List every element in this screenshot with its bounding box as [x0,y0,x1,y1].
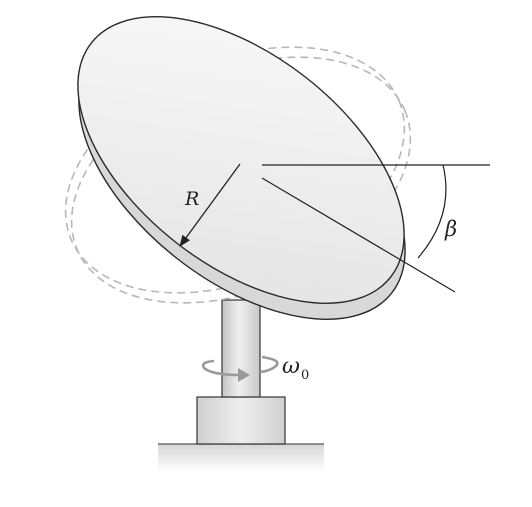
beta-label: β [444,217,457,241]
vertical-shaft [221,299,261,398]
omega-subscript: 0 [301,368,309,383]
spin-arrow-front [259,355,279,374]
omega-label: ω [282,354,300,379]
tilted-disc [77,16,406,320]
beta-angle-arc [417,164,447,259]
disc-axis-line [261,177,456,293]
disc-face [77,16,405,304]
spin-arrow-head [238,368,250,382]
pedestal-base [196,396,286,445]
radius-label: R [184,188,199,210]
radius-arrow [179,163,241,247]
spin-arrow [201,355,279,382]
spin-arrow-back [201,359,241,377]
floor [158,444,324,472]
